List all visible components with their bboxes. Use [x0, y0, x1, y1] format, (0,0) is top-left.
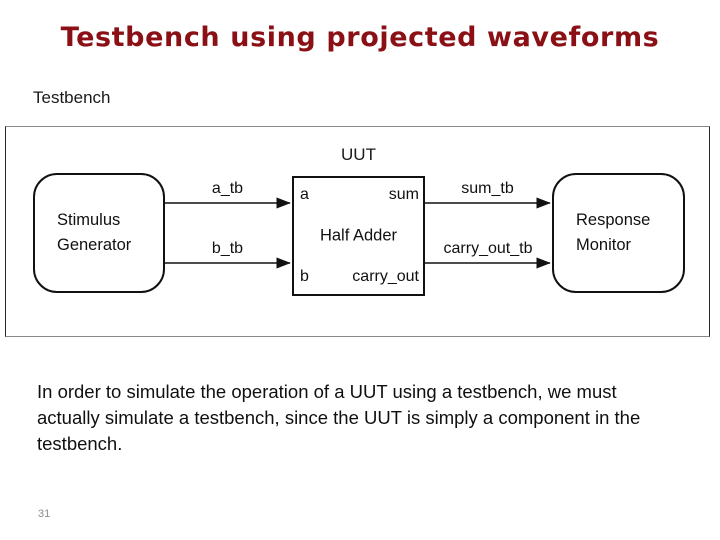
- testbench-diagram: Testbench Stimulus Generator UUT a sum H…: [0, 88, 720, 346]
- uut-label: UUT: [341, 145, 376, 164]
- stimulus-generator-block: Stimulus Generator: [33, 173, 165, 293]
- uut-port-a: a: [300, 186, 309, 203]
- uut-component-name: Half Adder: [319, 226, 398, 245]
- stimulus-generator-line-2: Generator: [57, 236, 132, 254]
- signal-label-carry-out-tb: carry_out_tb: [443, 240, 533, 257]
- signal-label-b-tb: b_tb: [211, 240, 244, 257]
- uut-port-carry-out: carry_out: [352, 268, 419, 285]
- signal-label-a-tb: a_tb: [211, 180, 244, 197]
- response-monitor-block: Response Monitor: [552, 173, 685, 293]
- stimulus-generator-line-1: Stimulus: [57, 211, 121, 230]
- page-title: Testbench using projected waveforms: [60, 22, 660, 53]
- page-number: 31: [38, 508, 51, 520]
- response-monitor-line-2: Monitor: [576, 236, 632, 254]
- uut-port-sum: sum: [388, 186, 419, 203]
- response-monitor-line-1: Response: [576, 211, 651, 230]
- uut-block: a sum Half Adder b carry_out: [292, 176, 425, 296]
- body-paragraph: In order to simulate the operation of a …: [37, 381, 641, 454]
- uut-port-b: b: [300, 268, 309, 285]
- testbench-frame-label: Testbench: [33, 88, 111, 107]
- signal-label-sum-tb: sum_tb: [461, 180, 514, 197]
